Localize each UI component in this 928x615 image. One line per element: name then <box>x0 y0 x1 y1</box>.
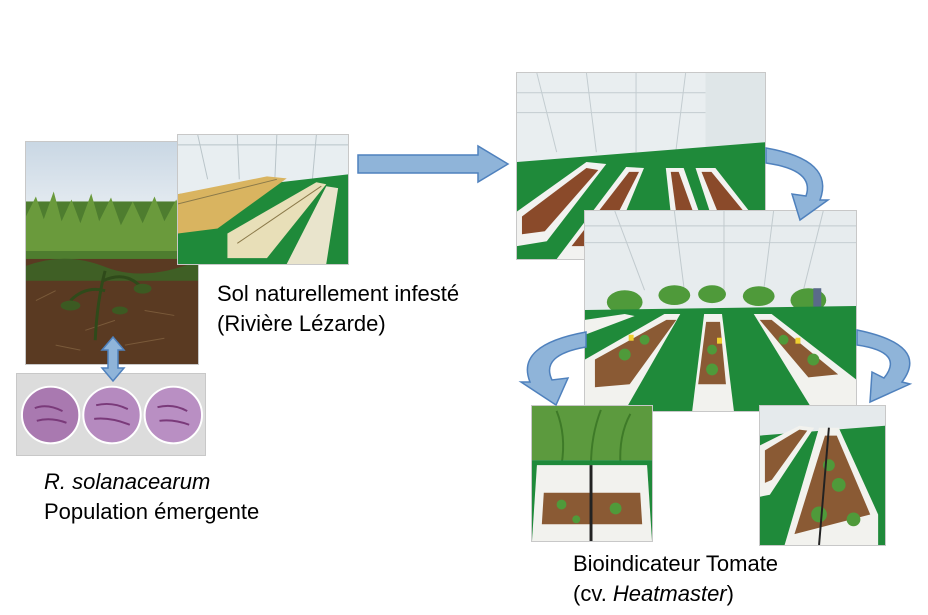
pathogen-species-name: R. solanacearum <box>44 469 211 494</box>
pathogen-population-label: Population émergente <box>44 499 260 524</box>
empty-greenhouse-photo <box>177 134 349 265</box>
cultivar-suffix: ) <box>726 581 734 606</box>
field-soil-caption-line1: Sol naturellement infesté <box>217 281 460 306</box>
field-soil-caption-line2: (Rivière Lézarde) <box>217 311 386 336</box>
tomato-bench-closeup-right <box>759 405 886 546</box>
double-arrow-vertical <box>100 335 126 383</box>
arrow-right <box>357 144 510 184</box>
bioindicator-caption-line1: Bioindicateur Tomate <box>573 551 779 576</box>
pathogen-caption: R. solanacearum Population émergente <box>44 467 259 527</box>
field-soil-caption: Sol naturellement infesté (Rivière Lézar… <box>217 279 459 339</box>
curved-arrow-left-down <box>518 331 587 407</box>
bioindicator-caption: Bioindicateur Tomate (cv. Heatmaster) <box>573 549 778 609</box>
cultivar-prefix: (cv. <box>573 581 613 606</box>
curved-arrow-right-down <box>765 147 831 222</box>
field-plant-photo <box>25 141 199 365</box>
greenhouse-tomato-photo <box>584 210 857 412</box>
petri-dishes-photo <box>16 373 206 456</box>
cultivar-name: Heatmaster <box>612 581 727 606</box>
curved-arrow-right-down-2 <box>856 329 913 404</box>
tomato-bench-closeup-left <box>531 405 653 542</box>
bioindicator-caption-line2: (cv. Heatmaster) <box>573 579 778 609</box>
